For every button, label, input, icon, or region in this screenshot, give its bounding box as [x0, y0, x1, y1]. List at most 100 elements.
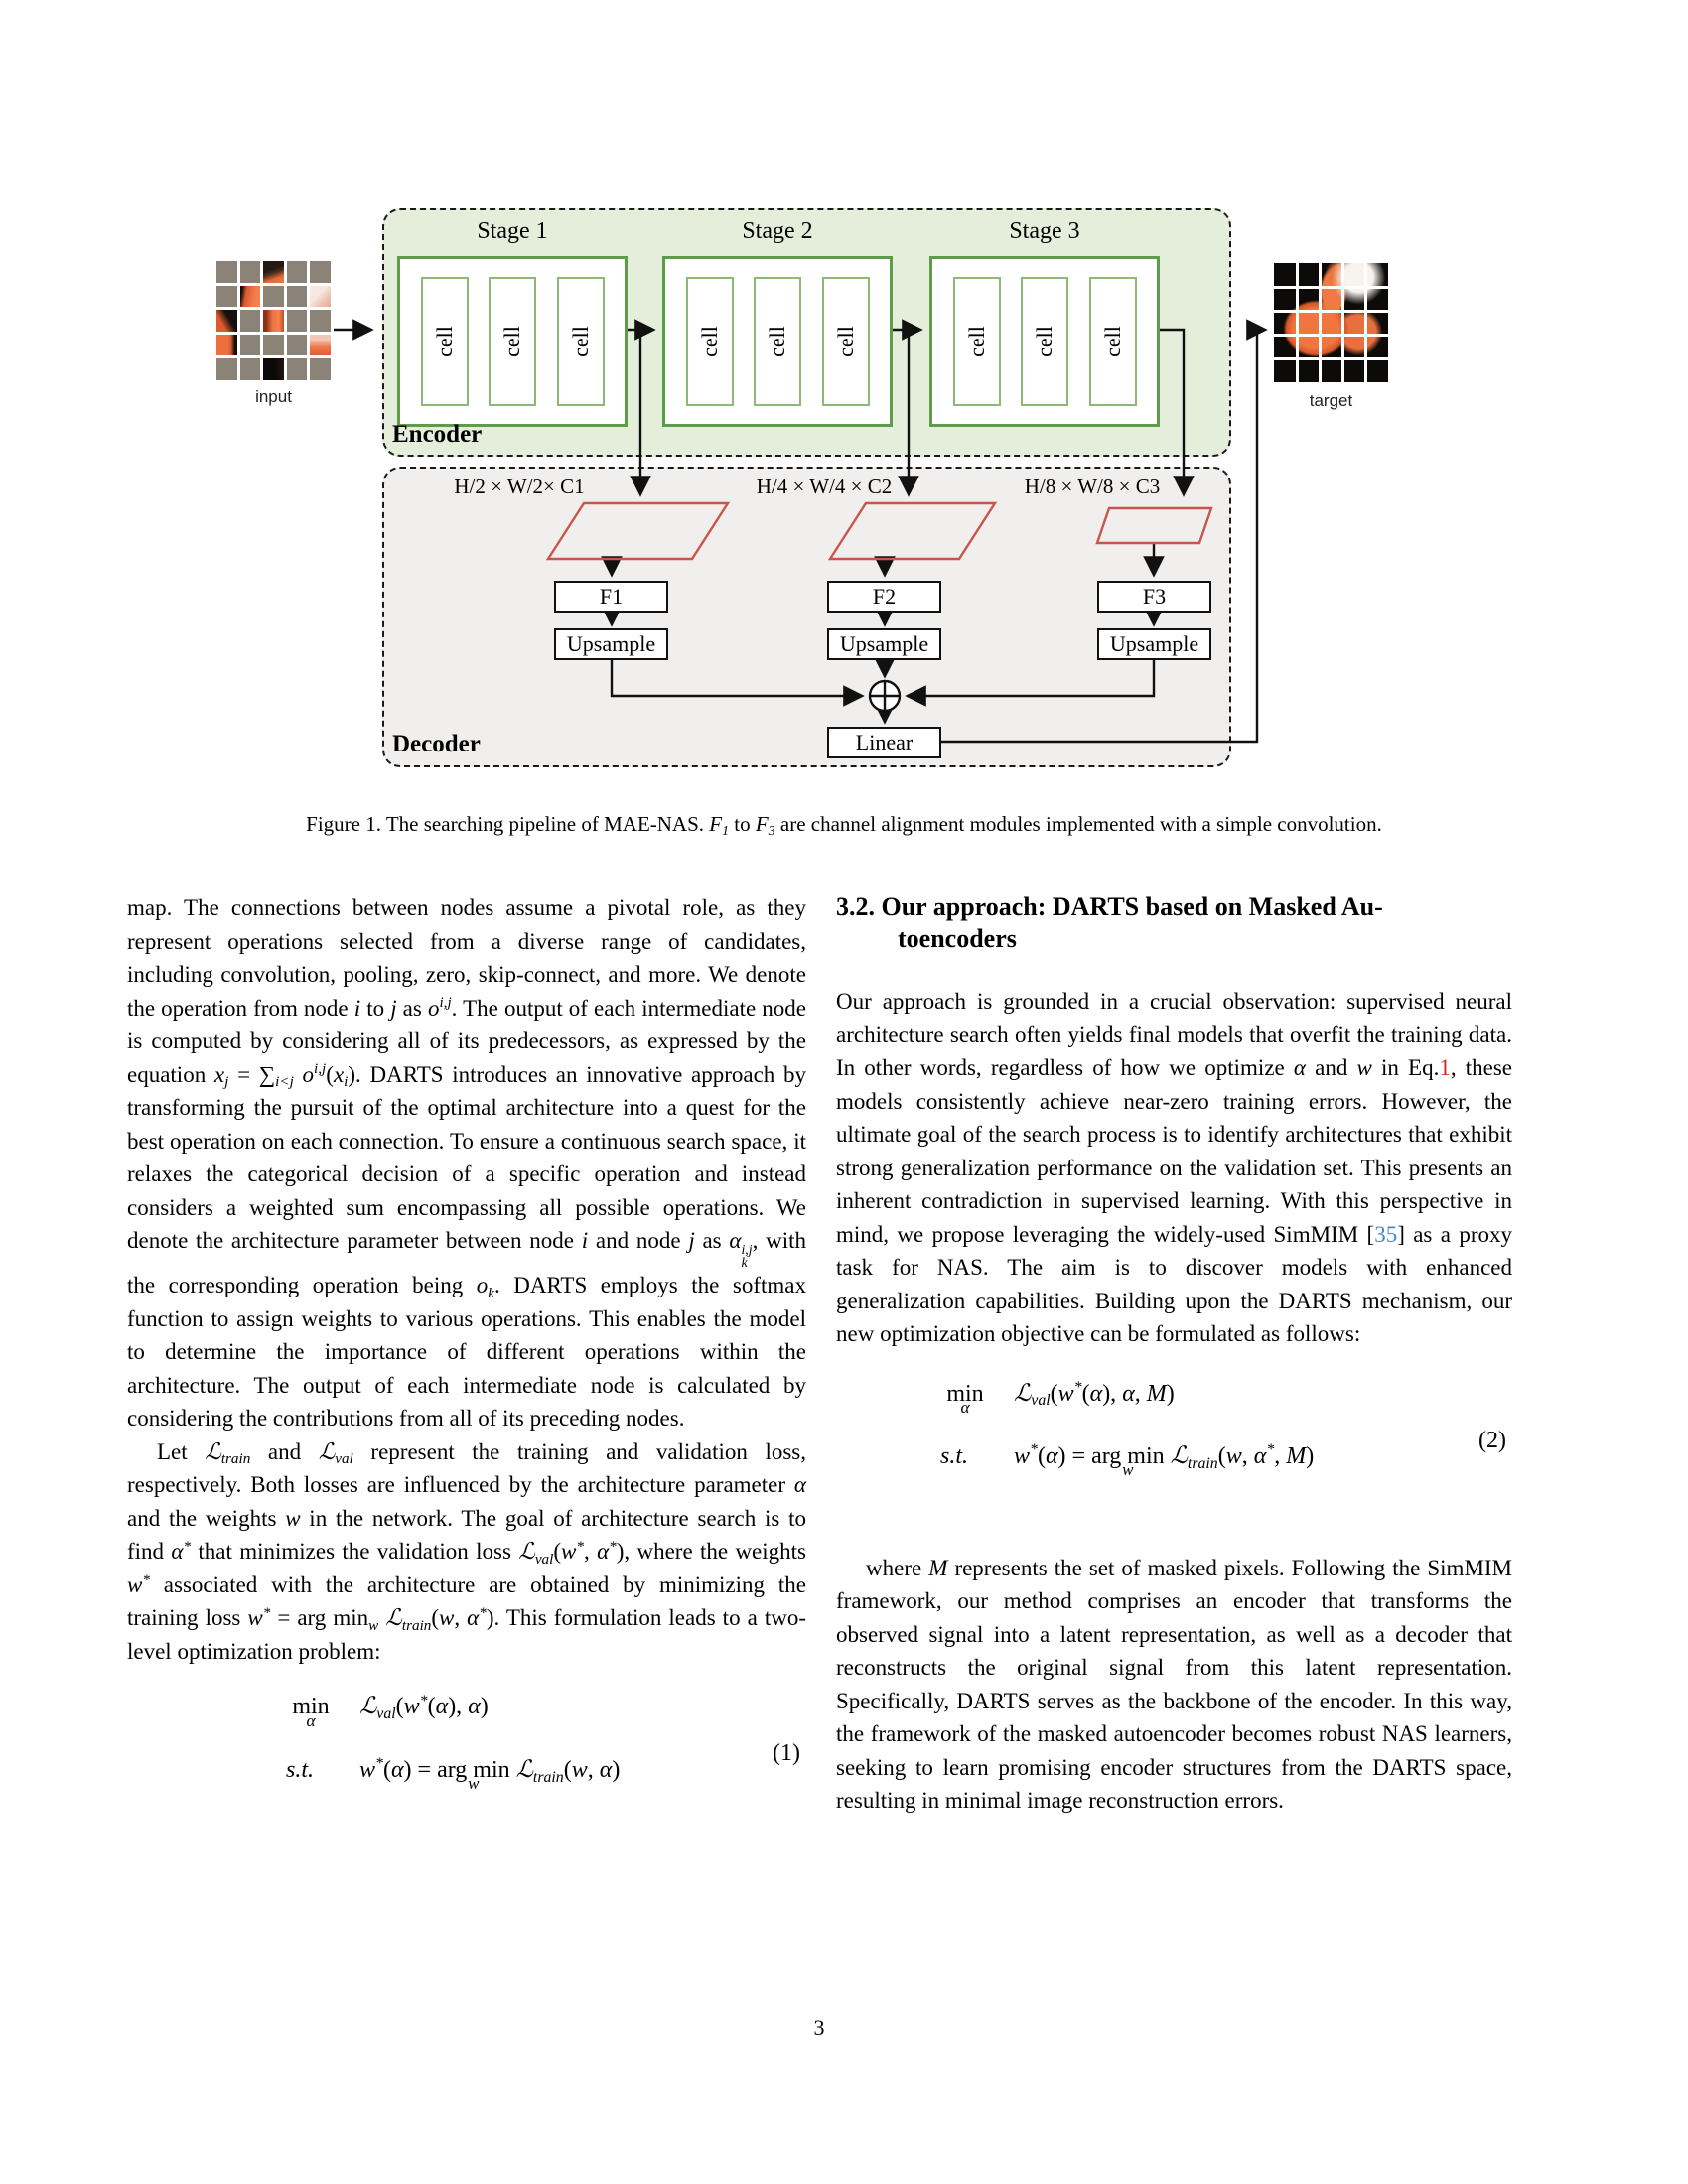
masked-patch: [239, 334, 261, 356]
masked-patch: [286, 261, 308, 283]
cell-label: cell: [832, 326, 858, 357]
ref-link[interactable]: 35: [1374, 1221, 1398, 1247]
cell-label: cell: [764, 326, 789, 357]
parallelogram-2: [827, 501, 998, 561]
upsample3-box: Upsample: [1097, 628, 1211, 660]
cell-box: cell: [754, 277, 801, 406]
grid-line: [1363, 263, 1367, 382]
paragraph: where M represents the set of masked pix…: [836, 1555, 1513, 1814]
parallelogram-1: [545, 501, 731, 561]
cell-box: cell: [1088, 277, 1137, 406]
image-patch: [216, 310, 237, 332]
stage2-box: cell cell cell: [662, 256, 893, 427]
equation-line: ℒval(w*(α), α, M): [1014, 1378, 1175, 1410]
target-label: target: [1309, 391, 1353, 410]
decoder-label: Decoder: [392, 731, 481, 757]
cell-box: cell: [821, 277, 870, 406]
masked-patch: [310, 358, 331, 380]
masked-patch: [263, 285, 284, 308]
cell-box: cell: [685, 277, 734, 406]
cell-box: cell: [420, 277, 469, 406]
masked-patch: [286, 310, 308, 332]
cell-label: cell: [1031, 326, 1056, 357]
f2-box: F2: [827, 581, 941, 613]
dim-label-3: H/8 × W/8 × C3: [1024, 475, 1161, 498]
figure-1-diagram: Stage 1 Stage 2 Stage 3 cell cell cell c…: [0, 0, 1688, 794]
paragraph: map. The connections between nodes assum…: [127, 895, 807, 1432]
linear-box: Linear: [827, 727, 941, 758]
image-patch: [263, 358, 284, 380]
cell-label: cell: [1099, 326, 1125, 357]
image-patch: [216, 334, 237, 356]
equation-number: (1): [773, 1740, 800, 1767]
grid-line: [1274, 333, 1388, 337]
right-column: 3.2. Our approach: DARTS based on Masked…: [836, 891, 1512, 1818]
subject-to-label: s.t.: [940, 1443, 969, 1470]
grid-line: [1274, 285, 1388, 289]
dim-label-2: H/4 × W/4 × C2: [756, 475, 893, 498]
grid-line: [1318, 263, 1322, 382]
paragraph: Our approach is grounded in a crucial ob…: [836, 989, 1513, 1346]
masked-patch: [239, 261, 261, 283]
masked-patch: [239, 310, 261, 332]
cell-box: cell: [556, 277, 605, 406]
masked-patch: [286, 358, 308, 380]
cell-label: cell: [567, 326, 593, 357]
image-patch: [263, 310, 284, 332]
stage2-title: Stage 2: [742, 218, 813, 244]
image-patch: [263, 261, 284, 283]
input-label: input: [255, 387, 292, 406]
masked-patch: [310, 310, 331, 332]
masked-patch: [216, 358, 237, 380]
image-patch: [310, 285, 331, 308]
masked-patch: [310, 261, 331, 283]
cell-label: cell: [498, 326, 524, 357]
masked-patch: [263, 334, 284, 356]
left-column: map. The connections between nodes assum…: [127, 891, 806, 1817]
f3-box: F3: [1097, 581, 1211, 613]
cell-box: cell: [489, 277, 536, 406]
arrow-skip3: [1160, 328, 1195, 497]
ref-link[interactable]: 1: [1439, 1055, 1451, 1080]
masked-patch: [239, 358, 261, 380]
subject-to-label: s.t.: [286, 1756, 315, 1783]
line-upsample1-sum: [610, 660, 865, 707]
stage1-title: Stage 1: [477, 218, 548, 244]
masked-patch: [216, 261, 237, 283]
decoder-box: [382, 467, 1231, 767]
upsample1-box: Upsample: [554, 628, 668, 660]
stage3-box: cell cell cell: [929, 256, 1160, 427]
grid-line: [1274, 309, 1388, 313]
stage3-title: Stage 3: [1009, 218, 1080, 244]
line-upsample3-sum: [905, 660, 1156, 707]
cell-label: cell: [963, 326, 989, 357]
equation-number: (2): [1478, 1427, 1506, 1453]
figure-caption: Figure 1. The searching pipeline of MAE-…: [306, 812, 1382, 839]
dim-label-1: H/2 × W/2× C1: [454, 475, 585, 498]
grid-line: [1340, 263, 1344, 382]
paragraph: Let ℒtrain and ℒval represent the traini…: [127, 1438, 806, 1664]
grid-line: [1295, 263, 1299, 382]
image-patch: [239, 285, 261, 308]
diagram-connectors: [334, 319, 1268, 744]
page-number: 3: [813, 2015, 825, 2040]
stage1-box: cell cell cell: [397, 256, 628, 427]
upsample2-box: Upsample: [827, 628, 941, 660]
cell-label: cell: [696, 326, 722, 357]
image-patch: [310, 334, 331, 356]
cell-label: cell: [431, 326, 457, 357]
sum-node: [868, 679, 902, 713]
equation-line: ℒval(w*(α), α): [359, 1692, 489, 1723]
parallelogram-3: [1095, 506, 1213, 545]
masked-patch: [286, 285, 308, 308]
cell-box: cell: [952, 277, 1001, 406]
input-image: [216, 261, 331, 380]
f1-box: F1: [554, 581, 668, 613]
masked-patch: [216, 285, 237, 308]
